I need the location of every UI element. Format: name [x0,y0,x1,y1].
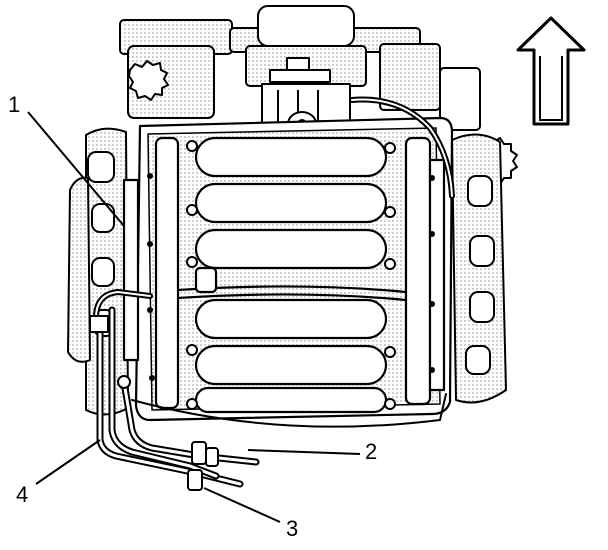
right-cylinder-head [451,133,507,404]
leader-4 [35,439,101,485]
callout-label-3: 3 [286,516,299,541]
injector-dots [147,173,435,381]
leader-1 [27,111,125,227]
callout-label-2: 2 [365,439,378,464]
callout-leaders [27,111,361,523]
callout-label-1: 1 [8,92,21,117]
arrow-up-icon [516,16,586,126]
intake-manifold [122,116,454,422]
leader-3 [203,487,281,523]
throttle-body-assembly [119,5,518,185]
leader-2 [247,449,361,455]
line-fittings [117,375,219,491]
manifold-bolts [186,140,396,410]
callout-label-4: 4 [16,482,29,507]
